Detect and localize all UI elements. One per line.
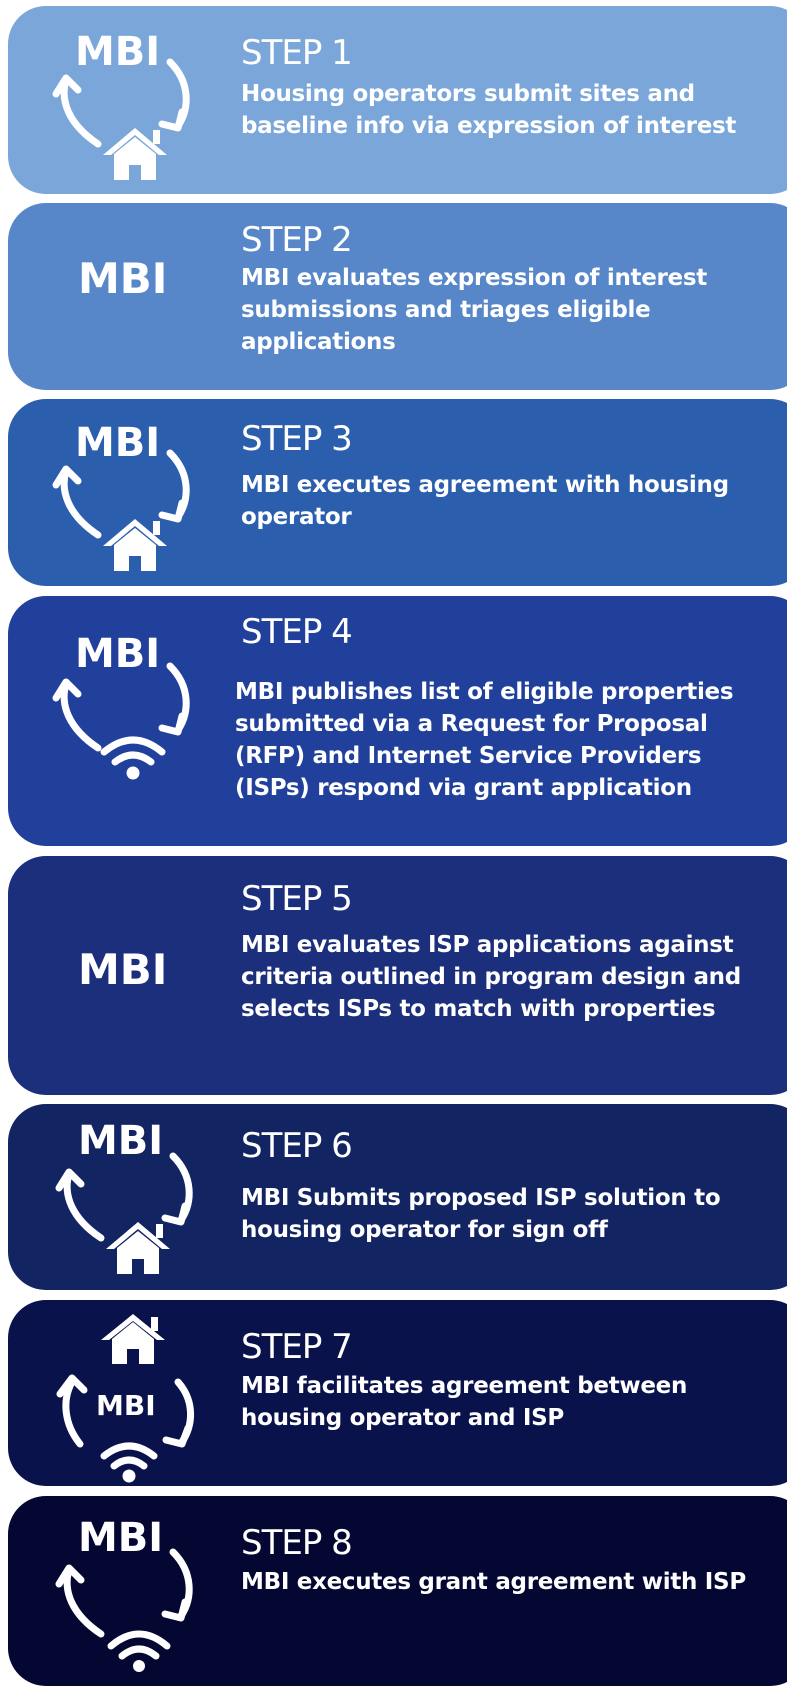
cycle-arrows-wifi-icon [52,662,190,780]
step-title: STEP 2 [241,220,353,260]
mbi-label: MBI [78,254,168,303]
step-title: STEP 3 [241,419,353,459]
step-title: STEP 1 [241,33,353,73]
step-1-card: MBI STEP 1 Housing operators submit site… [8,6,787,194]
mbi-label: MBI [78,1515,164,1561]
step-3-card: MBI STEP 3 MBI executes agreement with h… [8,399,787,586]
mbi-label: MBI [78,945,168,994]
step-2-card: MBI STEP 2 MBI evaluates expression of i… [8,203,787,390]
mbi-label: MBI [75,631,161,677]
cycle-arrows-wifi-icon [55,1548,193,1672]
step-5-card: MBI STEP 5 MBI evaluates ISP application… [8,856,787,1095]
step-description: Housing operators submit sites and basel… [241,81,737,139]
step-title: STEP 4 [241,612,353,652]
step-description: MBI facilitates agreement between housin… [241,1373,688,1431]
step-title: STEP 5 [241,879,353,919]
step-8-card: MBI STEP 8 MBI executes grant agreement … [8,1496,787,1686]
step-4-card: MBI STEP 4 MBI publishes list of eligibl… [8,596,787,846]
mbi-label: MBI [75,420,161,466]
step-description: MBI publishes list of eligible propertie… [235,679,734,801]
step-description: MBI executes agreement with housing oper… [241,472,729,530]
step-description: MBI executes grant agreement with ISP [241,1569,746,1595]
step-title: STEP 8 [241,1523,353,1563]
step-title: STEP 6 [241,1126,353,1166]
cycle-arrows-house-icon [52,449,190,571]
step-title: STEP 7 [241,1327,353,1367]
mbi-label: MBI [96,1389,156,1422]
cycle-arrows-wifi-icon [56,1374,195,1483]
step-description: MBI evaluates expression of interest sub… [241,265,707,355]
cycle-arrows-house-icon [55,1152,193,1274]
mbi-label: MBI [78,1118,164,1164]
cycle-arrows-house-icon [52,58,190,180]
step-description: MBI evaluates ISP applications against c… [241,932,741,1022]
house-icon [101,1314,165,1364]
mbi-label: MBI [75,29,161,75]
step-6-card: MBI STEP 6 MBI Submits proposed ISP solu… [8,1104,787,1290]
step-description: MBI Submits proposed ISP solution to hou… [241,1185,721,1243]
step-7-card: MBI STEP 7 MBI facilitates agreement bet… [8,1300,787,1486]
